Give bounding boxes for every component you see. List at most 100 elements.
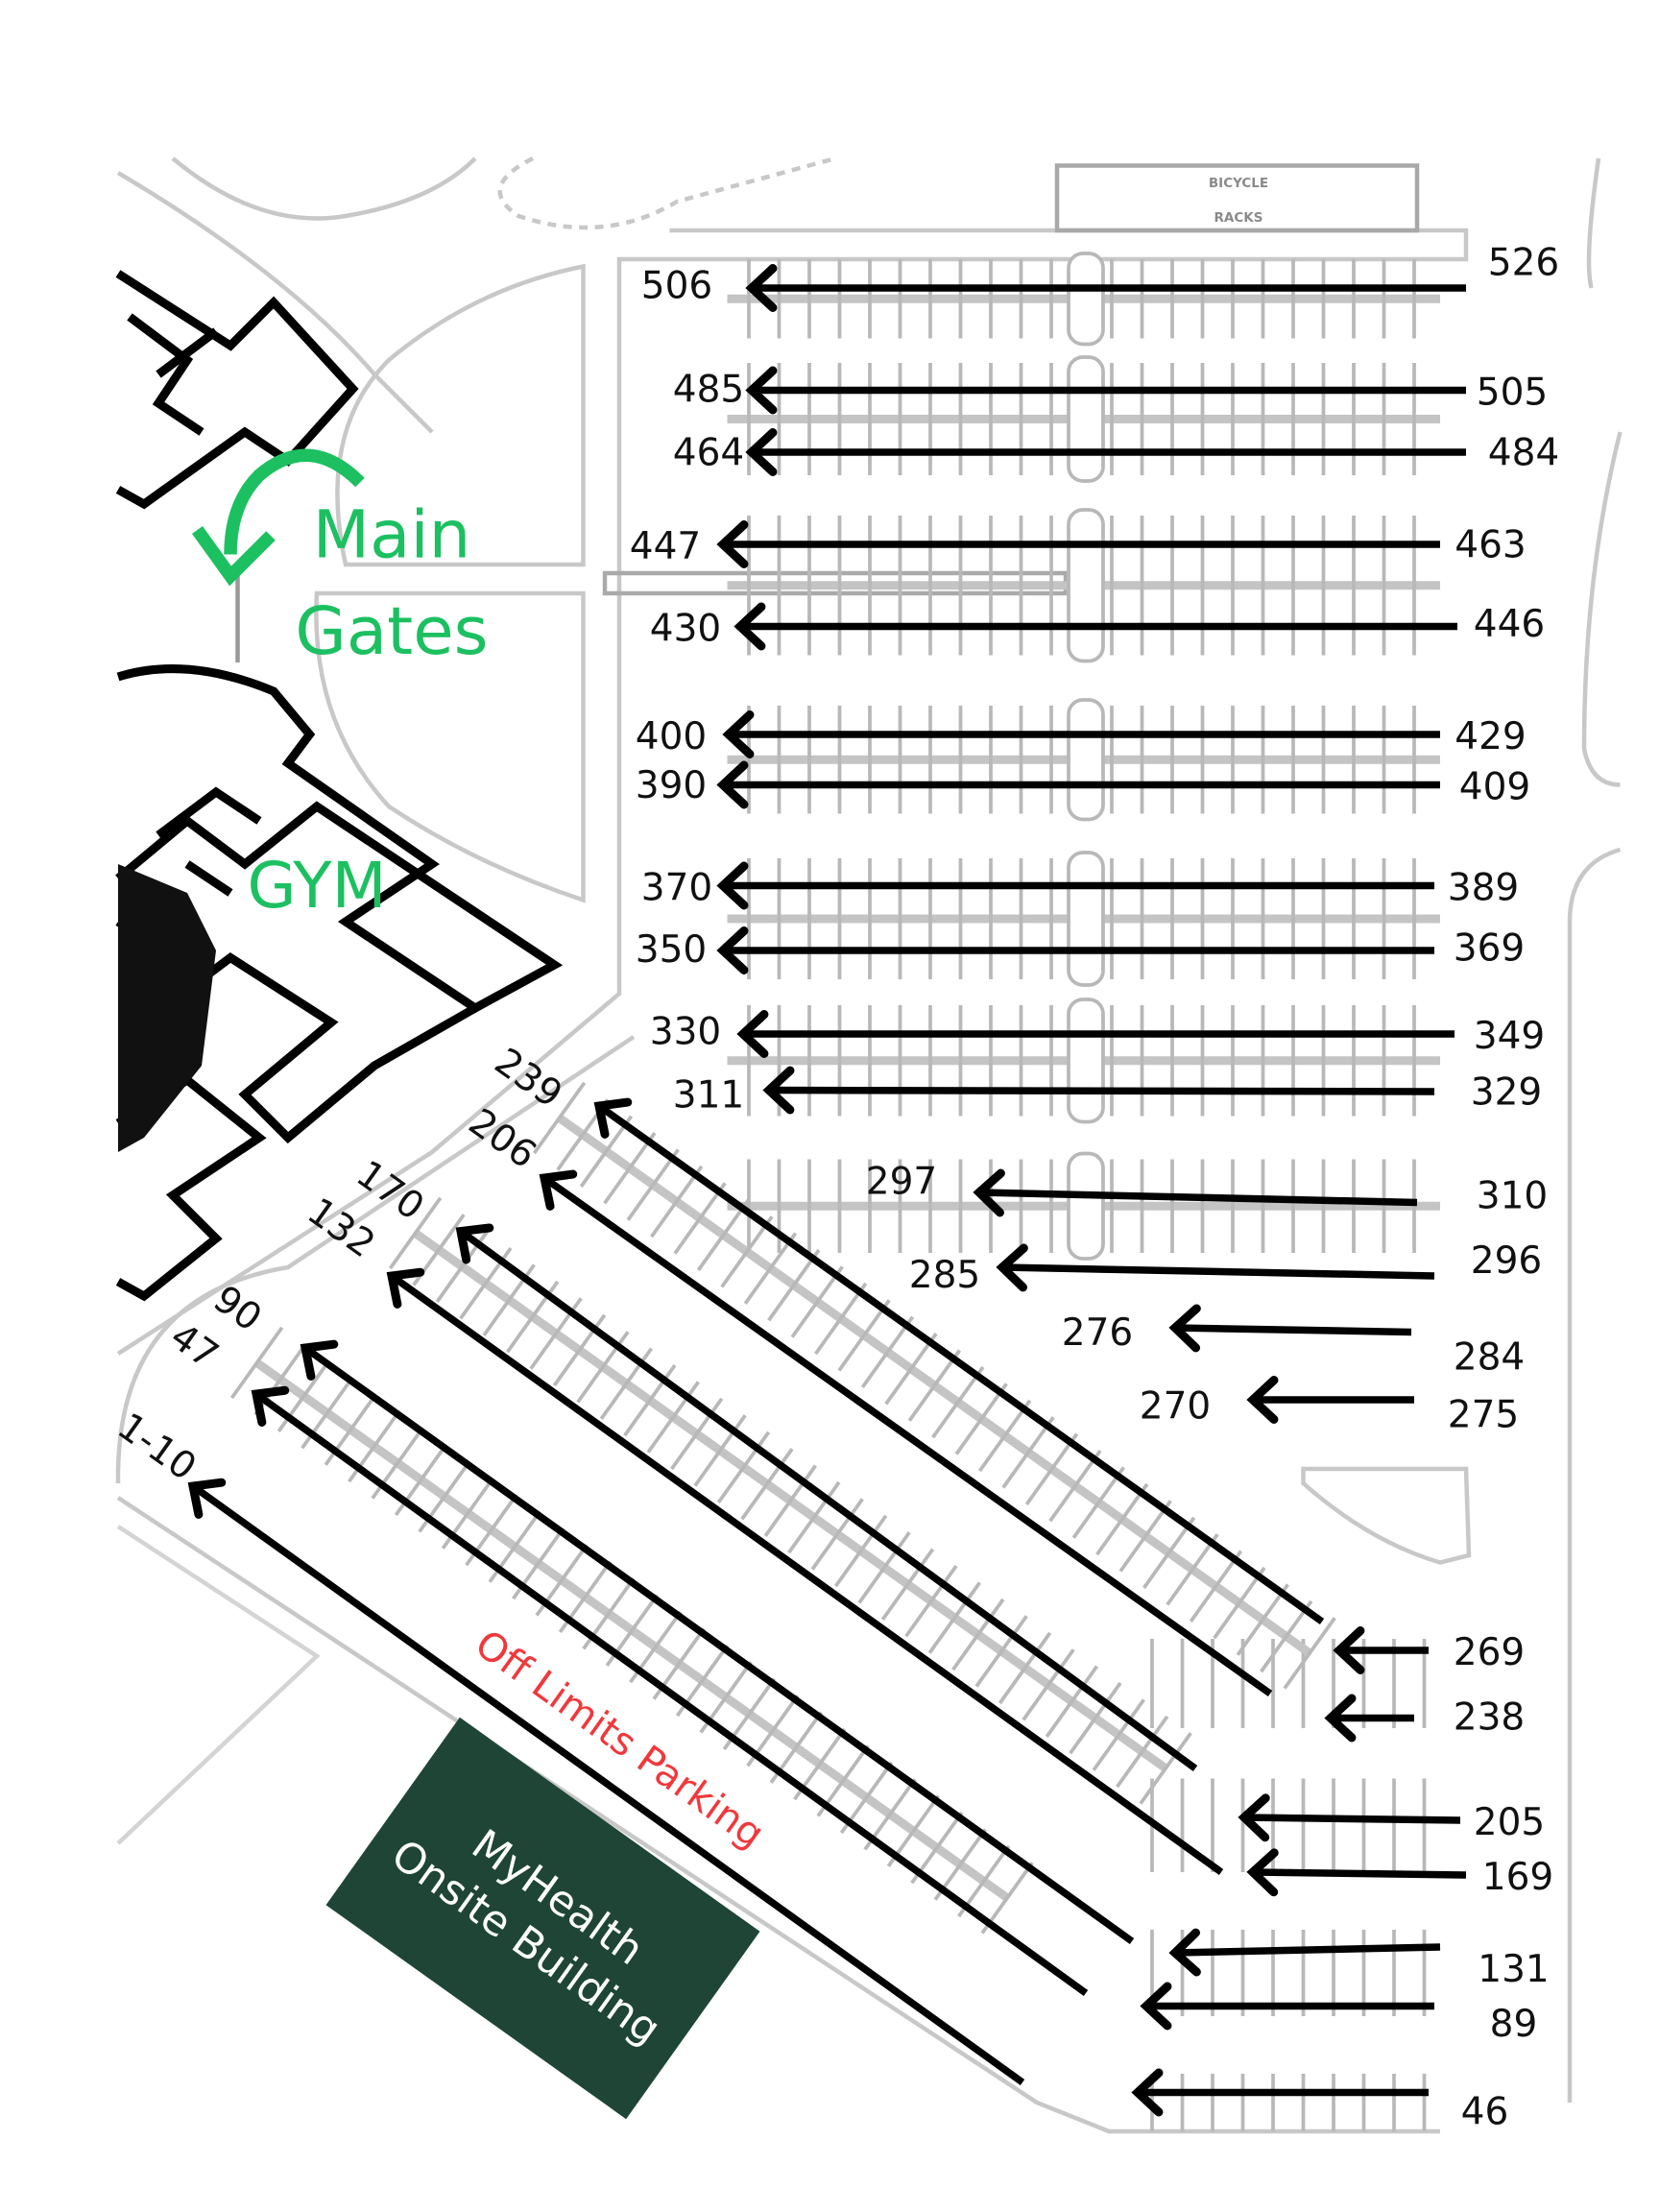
stall-line xyxy=(810,1498,864,1571)
arrowhead-icon xyxy=(539,1169,578,1211)
stall-line xyxy=(1166,1533,1219,1606)
row-start-label: 409 xyxy=(1459,766,1530,809)
row-start-label: 349 xyxy=(1474,1015,1545,1058)
stall-line xyxy=(1189,1550,1243,1623)
row-start-label: 526 xyxy=(1488,242,1559,285)
stall-line xyxy=(904,1564,958,1638)
stall-line xyxy=(623,1363,677,1437)
stall-line xyxy=(1095,1482,1149,1556)
direction-arrow xyxy=(302,1344,1135,1945)
arrowhead-icon xyxy=(762,1066,795,1115)
stall-line xyxy=(884,1333,938,1406)
stall-line xyxy=(1022,1648,1075,1721)
arrowhead-icon xyxy=(1140,1982,1172,2031)
row-end-label: 270 xyxy=(1140,1385,1211,1429)
stall-line xyxy=(670,1397,724,1471)
row-end-label: 370 xyxy=(641,867,712,910)
direction-arrow xyxy=(978,1189,1418,1207)
stall-line xyxy=(1213,1566,1266,1640)
direction-arrow xyxy=(458,1228,1198,1772)
stall-line xyxy=(1118,1500,1172,1573)
stall-line xyxy=(998,1631,1052,1705)
direction-arrow xyxy=(1001,1263,1435,1280)
stall-line xyxy=(1069,1681,1122,1755)
row-start-label: 310 xyxy=(1477,1175,1548,1218)
arrowhead-icon xyxy=(716,760,749,809)
lot-island xyxy=(1067,1151,1105,1261)
building-block xyxy=(325,1717,760,2120)
gym-hatch xyxy=(118,864,216,1152)
road-outline xyxy=(115,1035,636,1484)
row-end-label: 311 xyxy=(673,1074,744,1118)
row-start-label: 369 xyxy=(1454,927,1525,971)
direction-arrow xyxy=(1252,1868,1467,1879)
stall-line xyxy=(1260,1599,1313,1673)
stall-line xyxy=(673,1182,727,1255)
stall-line xyxy=(1045,1665,1099,1738)
stall-line xyxy=(1283,1617,1336,1690)
direction-arrow xyxy=(190,1482,1025,2086)
row-start-label: 169 xyxy=(1482,1856,1553,1899)
stall-line xyxy=(833,1514,888,1588)
row-start-label: 505 xyxy=(1477,372,1548,415)
arrowhead-icon xyxy=(996,1243,1028,1292)
stall-line xyxy=(1139,1732,1192,1805)
stall-line xyxy=(907,1349,962,1422)
diagonal-lot xyxy=(532,1081,1336,1690)
stall-line xyxy=(767,1248,821,1322)
row-end-label: 330 xyxy=(650,1011,721,1054)
direction-arrow xyxy=(1243,1814,1461,1824)
row-end-label: 350 xyxy=(636,928,707,972)
row-end-label: 400 xyxy=(636,715,707,758)
road-outline xyxy=(116,1525,321,1845)
row-end-label: 239 xyxy=(487,1040,570,1117)
stall-line xyxy=(787,1480,841,1554)
row-end-label: 297 xyxy=(866,1161,937,1204)
walkway xyxy=(602,570,1069,596)
row-start-label: 205 xyxy=(1474,1801,1545,1844)
lot-base-drawing: BICYCLE RACKS xyxy=(115,156,1623,2134)
stall-line xyxy=(837,1299,891,1372)
arrowhead-icon xyxy=(1168,1928,1201,1977)
row-start-label: 89 xyxy=(1490,2003,1538,2046)
lot-island xyxy=(1067,998,1105,1124)
direction-arrow xyxy=(389,1272,1224,1876)
arrowhead-icon xyxy=(745,366,778,415)
row-start-label: 296 xyxy=(1471,1239,1542,1283)
stall-line xyxy=(720,1215,774,1288)
stall-line xyxy=(650,1165,704,1238)
stall-line xyxy=(814,1282,868,1356)
direction-arrow xyxy=(541,1174,1273,1697)
stall-line xyxy=(860,1315,915,1389)
stall-line xyxy=(646,1381,700,1454)
lot-island xyxy=(1067,508,1105,663)
row-start-label: 269 xyxy=(1454,1631,1525,1674)
arrowhead-icon xyxy=(300,1339,339,1381)
row-arrows xyxy=(187,264,1467,2117)
direction-arrow xyxy=(596,1102,1325,1625)
row-start-label: 463 xyxy=(1455,524,1526,567)
arrowhead-icon xyxy=(716,520,749,568)
island xyxy=(1301,1466,1472,1565)
school-building xyxy=(115,270,564,1302)
stall-line xyxy=(977,1399,1032,1473)
arrowhead-icon xyxy=(1246,1848,1279,1897)
row-start-label: 131 xyxy=(1478,1948,1549,1991)
stall-line xyxy=(696,1198,751,1272)
stall-line xyxy=(1116,1715,1169,1789)
arrowhead-icon xyxy=(386,1267,425,1309)
lot-island xyxy=(1067,252,1105,347)
stall-line xyxy=(740,1448,794,1521)
row-start-label: 46 xyxy=(1461,2091,1509,2134)
stall-line xyxy=(532,1081,587,1155)
stall-line xyxy=(880,1548,935,1621)
lot-island xyxy=(1067,698,1105,822)
arrowhead-icon xyxy=(593,1097,633,1139)
stall-line xyxy=(579,1115,634,1188)
stall-line xyxy=(1236,1583,1289,1656)
stall-line xyxy=(743,1232,798,1305)
road-outline xyxy=(171,156,477,221)
arrowhead-icon xyxy=(716,861,749,910)
row-start-label: 284 xyxy=(1454,1336,1525,1380)
row-end-label: 206 xyxy=(461,1100,544,1177)
